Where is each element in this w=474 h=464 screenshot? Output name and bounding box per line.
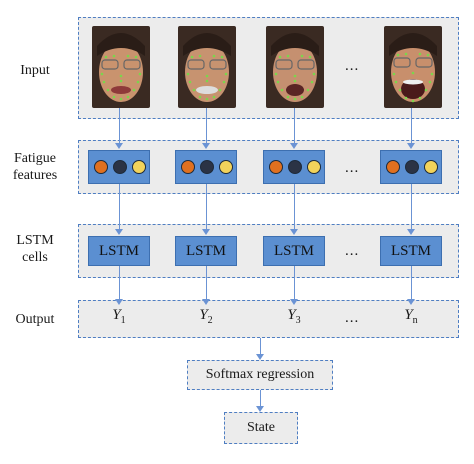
feature-box-2 (175, 150, 237, 184)
output-y2-base: Y (199, 307, 208, 323)
row-label-lstm-line2: cells (22, 250, 48, 265)
arrow-head-col2-a (202, 143, 210, 149)
row-label-fatigue-line1: Fatigue (14, 151, 56, 166)
lstm-cell-3: LSTM (263, 236, 325, 266)
feature-dot-orange (269, 160, 283, 174)
output-y2-sub: 2 (207, 315, 213, 326)
arrow-head-col2-c (202, 299, 210, 305)
feature-dot-orange (181, 160, 195, 174)
arrow-head-col3-b (290, 229, 298, 235)
feature-dot-dark (200, 160, 214, 174)
arrow-softmax-to-state (260, 390, 261, 407)
feature-dot-yellow (424, 160, 438, 174)
feature-dot-dark (405, 160, 419, 174)
arrow-head-col2-b (202, 229, 210, 235)
arrow-col2-c (206, 266, 207, 300)
row-label-fatigue-features: Fatigue features (0, 150, 70, 184)
arrow-head-col1-a (115, 143, 123, 149)
output-yn-base: Y (404, 307, 413, 323)
row-label-fatigue-line2: features (12, 168, 58, 183)
arrow-coln-c (411, 266, 412, 300)
output-y3-sub: 3 (295, 315, 301, 326)
arrow-col3-b (294, 184, 295, 230)
arrow-head-output-to-softmax (256, 354, 264, 360)
output-y1-sub: 1 (120, 315, 126, 326)
arrow-head-coln-b (407, 229, 415, 235)
row-label-output: Output (15, 312, 55, 327)
output-stage-box (78, 300, 459, 338)
arrow-col1-a (119, 108, 120, 144)
feature-dot-orange (94, 160, 108, 174)
arrow-col1-b (119, 184, 120, 230)
feature-box-1 (88, 150, 150, 184)
arrow-head-col3-c (290, 299, 298, 305)
face-image-3 (266, 26, 324, 108)
row-label-lstm-line1: LSTM (16, 233, 54, 248)
arrow-coln-a (411, 108, 412, 144)
output-y1-base: Y (112, 307, 121, 323)
output-y1: Y1 (99, 307, 139, 326)
lstm-cell-1: LSTM (88, 236, 150, 266)
softmax-regression-box: Softmax regression (187, 360, 333, 390)
feature-dot-dark (113, 160, 127, 174)
feature-dot-dark (288, 160, 302, 174)
feature-box-n (380, 150, 442, 184)
output-y3-base: Y (287, 307, 296, 323)
arrow-head-coln-c (407, 299, 415, 305)
output-yn-sub: n (412, 315, 418, 326)
ellipsis-input: ... (345, 58, 360, 74)
arrow-col3-c (294, 266, 295, 300)
arrow-head-coln-a (407, 143, 415, 149)
output-y3: Y3 (274, 307, 314, 326)
lstm-cell-2: LSTM (175, 236, 237, 266)
feature-dot-yellow (132, 160, 146, 174)
feature-box-3 (263, 150, 325, 184)
output-y2: Y2 (186, 307, 226, 326)
arrow-coln-b (411, 184, 412, 230)
arrow-output-to-softmax (260, 338, 261, 355)
row-label-lstm-cells: LSTM cells (0, 232, 70, 266)
ellipsis-features: ... (345, 160, 360, 176)
state-box: State (224, 412, 298, 444)
face-image-2 (178, 26, 236, 108)
arrow-col3-a (294, 108, 295, 144)
ellipsis-output: ... (345, 310, 360, 326)
arrow-head-col1-c (115, 299, 123, 305)
arrow-head-col1-b (115, 229, 123, 235)
row-label-input: Input (20, 63, 50, 78)
ellipsis-lstm: ... (345, 243, 360, 259)
face-image-n (384, 26, 442, 108)
output-yn: Yn (391, 307, 431, 326)
feature-dot-yellow (307, 160, 321, 174)
arrow-col2-a (206, 108, 207, 144)
arrow-col1-c (119, 266, 120, 300)
face-image-1 (92, 26, 150, 108)
feature-dot-yellow (219, 160, 233, 174)
lstm-cell-n: LSTM (380, 236, 442, 266)
arrow-col2-b (206, 184, 207, 230)
arrow-head-softmax-to-state (256, 406, 264, 412)
feature-dot-orange (386, 160, 400, 174)
arrow-head-col3-a (290, 143, 298, 149)
